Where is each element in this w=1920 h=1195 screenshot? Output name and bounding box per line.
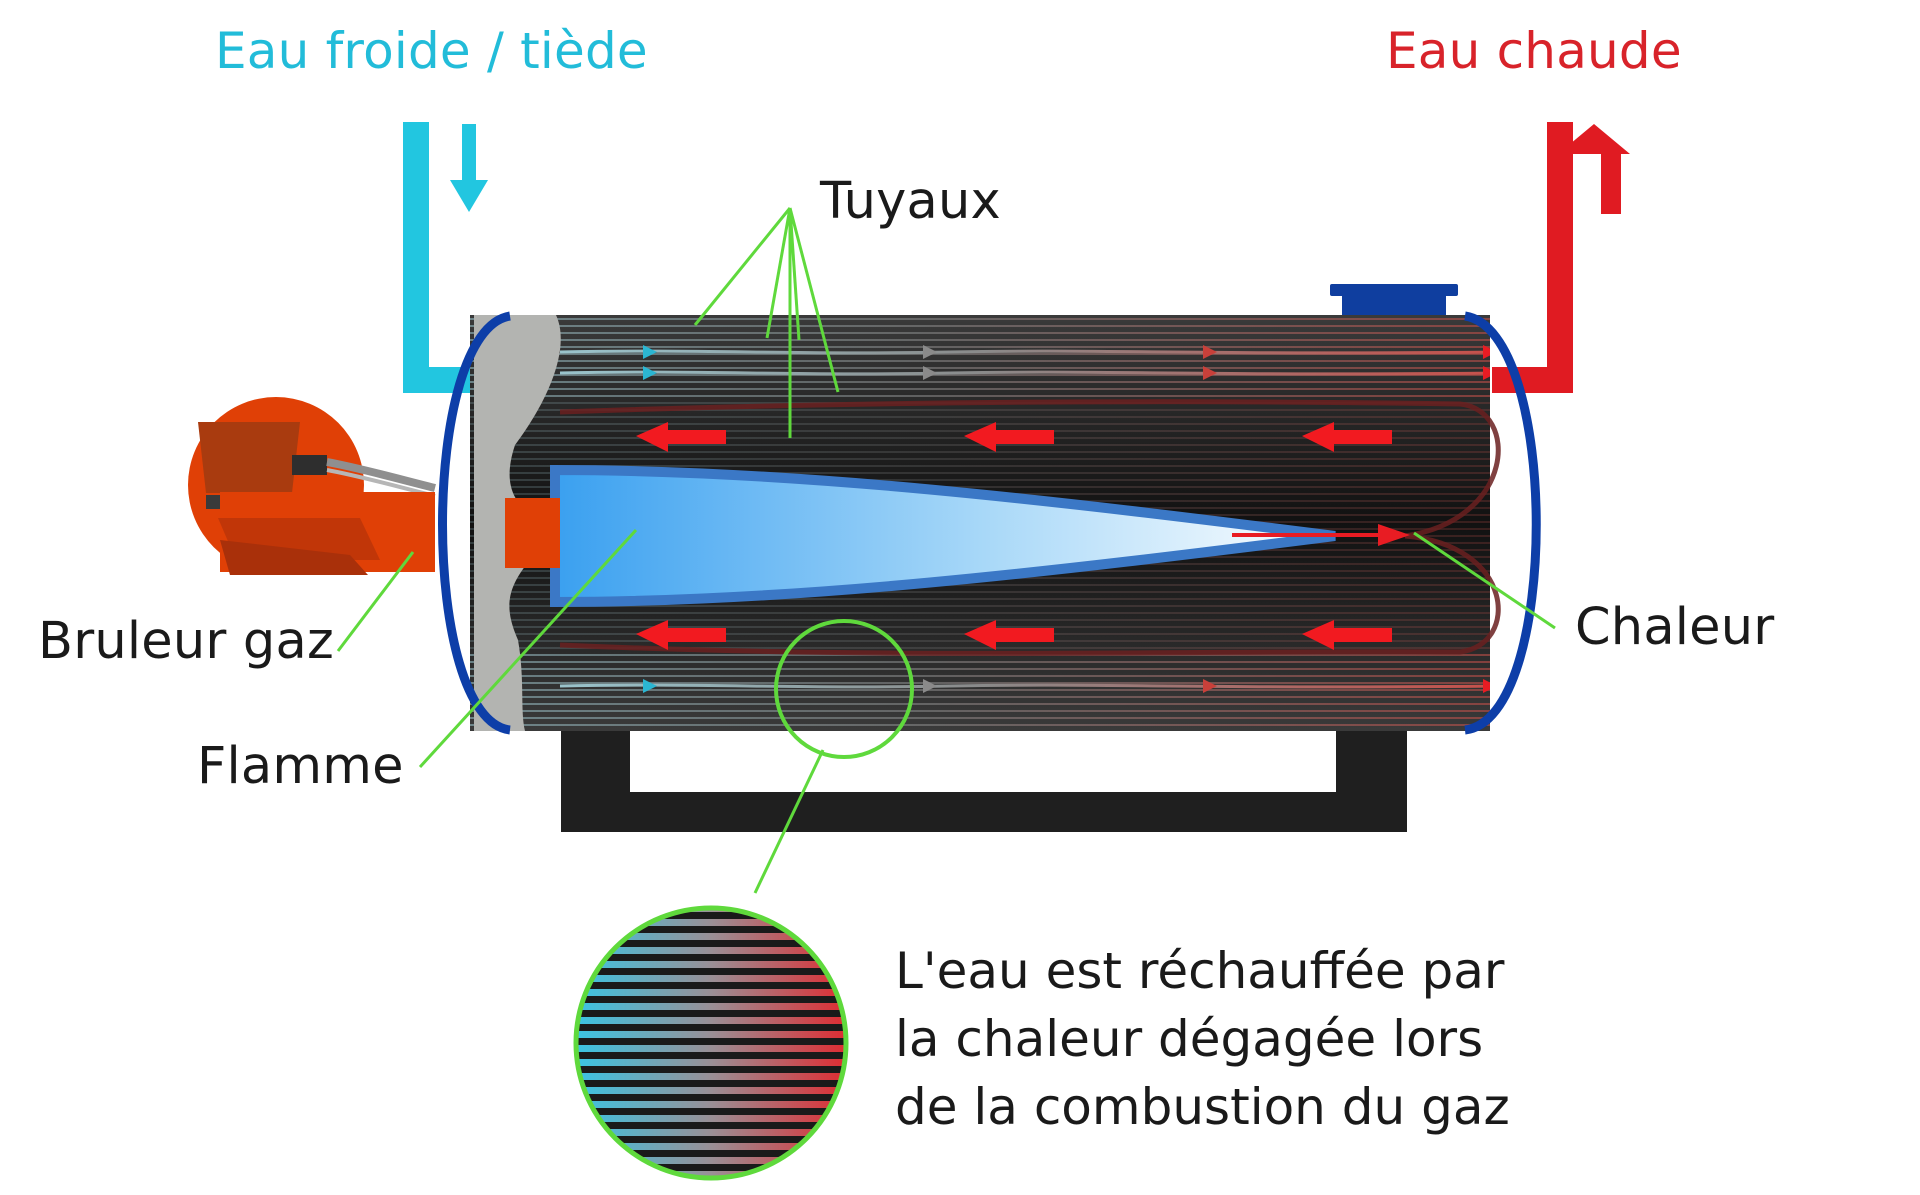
tube-line — [470, 591, 1490, 593]
tube-line — [470, 605, 1490, 607]
magnified-tube — [576, 1087, 846, 1094]
flow-arrowhead-icon — [923, 345, 937, 359]
tube-line — [470, 689, 1490, 691]
magnified-tube — [576, 1031, 846, 1038]
tube-line — [470, 444, 1490, 446]
magnified-tube — [576, 1003, 846, 1010]
flow-arrowhead-icon — [923, 366, 937, 380]
cold-water-pipe — [403, 122, 470, 393]
tube-line — [470, 668, 1490, 670]
water-flow-line — [559, 683, 1490, 689]
magnified-tube — [576, 919, 846, 926]
tube-line — [470, 325, 1490, 327]
magnified-tube — [576, 1059, 846, 1066]
flow-arrowhead-icon — [643, 679, 657, 693]
tube-line — [470, 675, 1490, 677]
tube-line — [470, 318, 1490, 320]
caption: L'eau est réchauffée par la chaleur déga… — [895, 937, 1510, 1141]
magnified-tube — [576, 933, 846, 940]
magnifier-circle-icon — [573, 905, 849, 1181]
magnified-tube — [576, 1143, 846, 1150]
pipes-label: Tuyaux — [820, 172, 1001, 231]
tube-line — [470, 332, 1490, 334]
up-arrow-icon — [1558, 124, 1630, 214]
tube-line — [470, 584, 1490, 586]
flow-arrowhead-icon — [1203, 366, 1217, 380]
tube-line — [470, 395, 1490, 397]
flow-arrowhead-icon — [1483, 366, 1490, 380]
flow-arrowhead-icon — [1483, 679, 1490, 693]
magnified-tube — [576, 1101, 846, 1108]
tube-line — [470, 353, 1490, 355]
tube-line — [470, 696, 1490, 698]
tube-line — [470, 486, 1490, 488]
magnified-tube — [576, 961, 846, 968]
tube-line — [470, 367, 1490, 369]
tube-line — [470, 710, 1490, 712]
flow-arrowhead-icon — [1203, 345, 1217, 359]
down-arrow-icon — [450, 124, 488, 212]
tube-line — [470, 703, 1490, 705]
tube-line — [470, 339, 1490, 341]
burner — [188, 397, 436, 575]
magnified-tube — [576, 975, 846, 982]
tube-line — [470, 423, 1490, 425]
tube-line — [470, 381, 1490, 383]
hot-water-label: Eau chaude — [1386, 22, 1682, 80]
heat-label: Chaleur — [1575, 598, 1775, 657]
caption-line-1: L'eau est réchauffée par — [895, 942, 1505, 1000]
tube-line — [470, 465, 1490, 467]
leader-lines — [336, 207, 1556, 894]
heat-arrow-icon — [1378, 524, 1410, 546]
tube-line — [470, 416, 1490, 418]
flue-gas-path-upper — [559, 399, 1501, 539]
cold-water-label: Eau froide / tiède — [215, 22, 648, 80]
magnified-tube — [576, 1171, 846, 1178]
tube-line — [470, 717, 1490, 719]
zoom-target-circle — [774, 619, 914, 759]
flow-arrow-icon — [636, 422, 1392, 650]
tube-line — [470, 479, 1490, 481]
caption-line-3: de la combustion du gaz — [895, 1078, 1510, 1136]
water-flow-line — [559, 349, 1490, 355]
water-flow-line — [559, 370, 1490, 376]
tube-line — [470, 724, 1490, 726]
shell-outline-right — [1463, 311, 1541, 735]
tube-line — [470, 472, 1490, 474]
tube-line — [470, 374, 1490, 376]
tube-line — [470, 619, 1490, 621]
magnified-tube — [576, 1045, 846, 1052]
magnified-tube — [576, 1129, 846, 1136]
tube-line — [470, 458, 1490, 460]
tube-line — [470, 661, 1490, 663]
magnified-tube — [576, 947, 846, 954]
burner-label: Bruleur gaz — [38, 612, 334, 671]
magnified-tube — [576, 989, 846, 996]
burner-nozzle — [505, 498, 560, 568]
tube-line — [470, 598, 1490, 600]
tube-line — [470, 360, 1490, 362]
boiler-stand — [561, 729, 1407, 832]
magnified-tube — [576, 1073, 846, 1080]
tube-line — [470, 409, 1490, 411]
magnified-tube — [576, 1157, 846, 1164]
tube-line — [470, 451, 1490, 453]
tube-line — [470, 682, 1490, 684]
flow-arrowhead-icon — [1483, 345, 1490, 359]
tube-line — [470, 388, 1490, 390]
flow-arrowhead-icon — [923, 679, 937, 693]
flame-label: Flamme — [197, 737, 404, 796]
flow-arrowhead-icon — [1203, 679, 1217, 693]
flow-arrowhead-icon — [643, 366, 657, 380]
tube-line — [470, 612, 1490, 614]
caption-line-2: la chaleur dégagée lors — [895, 1010, 1484, 1068]
flow-arrowhead-icon — [643, 345, 657, 359]
tube-line — [470, 346, 1490, 348]
magnified-tube — [576, 1017, 846, 1024]
magnified-tube — [576, 1115, 846, 1122]
boiler-tank — [438, 284, 1541, 735]
tube-line — [470, 647, 1490, 649]
